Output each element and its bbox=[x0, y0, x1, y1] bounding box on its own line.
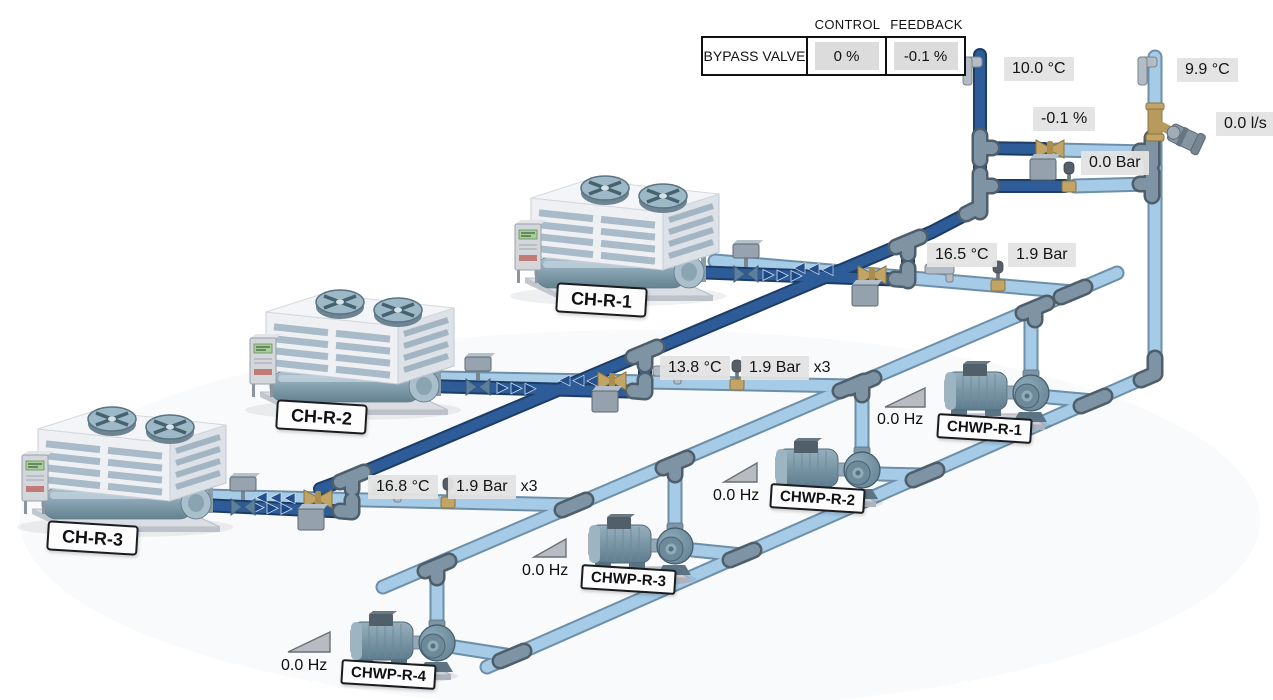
chiller-1-return-temp-readout: 16.5 °C bbox=[927, 243, 997, 267]
ramp-icon bbox=[884, 386, 926, 408]
bypass-valve-position-readout: -0.1 % bbox=[1033, 107, 1096, 131]
ramp-icon bbox=[721, 461, 758, 483]
chiller-1-nameplate[interactable]: CH-R-1 bbox=[555, 282, 648, 318]
bypass-feedback-cell: -0.1 % bbox=[885, 36, 966, 76]
pressure-multiplier: x3 bbox=[520, 478, 538, 495]
chiller-3-return-pressure-readout: 1.9 Bar x3 bbox=[448, 475, 538, 499]
bypass-pressure-readout: 0.0 Bar bbox=[1081, 151, 1149, 175]
chiller-2-nameplate[interactable]: CH-R-2 bbox=[275, 399, 368, 435]
bypass-table-header-row: CONTROL FEEDBACK bbox=[701, 12, 968, 36]
pressure-value: 1.9 Bar bbox=[448, 475, 516, 499]
pump-frequency-ramp-icons bbox=[287, 386, 926, 653]
pressure-multiplier: x3 bbox=[813, 359, 831, 376]
flow-rate-readout: 0.0 l/s bbox=[1216, 112, 1273, 136]
ramp-icon bbox=[531, 537, 567, 558]
feedback-column-header: FEEDBACK bbox=[890, 16, 963, 32]
bypass-valve-table: CONTROL FEEDBACK BYPASS VALVE 0 % -0.1 % bbox=[701, 12, 968, 76]
control-column-header: CONTROL bbox=[814, 16, 881, 32]
pipe-fittings bbox=[331, 127, 1164, 670]
flow-meter-icon[interactable] bbox=[1145, 102, 1206, 156]
ramp-icon bbox=[287, 630, 331, 653]
chiller-3-return-temp-readout: 16.8 °C bbox=[368, 475, 438, 499]
chiller-2-return-pressure-readout: 1.9 Bar x3 bbox=[741, 356, 831, 380]
chiller-2-return-temp-readout: 13.8 °C bbox=[660, 356, 730, 380]
bypass-feedback-value: -0.1 % bbox=[893, 42, 958, 70]
bypass-control-value[interactable]: 0 % bbox=[814, 42, 879, 70]
pump-1-frequency-readout: 0.0 Hz bbox=[877, 411, 924, 428]
chiller-unit-ch-r-3[interactable] bbox=[17, 407, 233, 537]
pump-4-frequency-readout: 0.0 Hz bbox=[281, 657, 328, 674]
chiller-1-return-pressure-readout: 1.9 Bar bbox=[1008, 243, 1081, 267]
bypass-valve-row-label: BYPASS VALVE bbox=[701, 36, 808, 76]
pump-2-frequency-readout: 0.0 Hz bbox=[713, 487, 760, 504]
bypass-pressure-sensor-icon[interactable] bbox=[1061, 161, 1077, 193]
chiller-3-nameplate[interactable]: CH-R-3 bbox=[46, 520, 139, 556]
pressure-value: 1.9 Bar bbox=[741, 356, 809, 380]
bypass-table-row: BYPASS VALVE 0 % -0.1 % bbox=[701, 36, 968, 76]
supply-riser-temp-readout: 10.0 °C bbox=[1004, 57, 1074, 81]
pump-3-frequency-readout: 0.0 Hz bbox=[522, 562, 569, 579]
pressure-value: 1.9 Bar bbox=[1008, 243, 1076, 267]
bypass-control-cell: 0 % bbox=[806, 36, 887, 76]
return-riser-temp-readout: 9.9 °C bbox=[1177, 58, 1238, 82]
